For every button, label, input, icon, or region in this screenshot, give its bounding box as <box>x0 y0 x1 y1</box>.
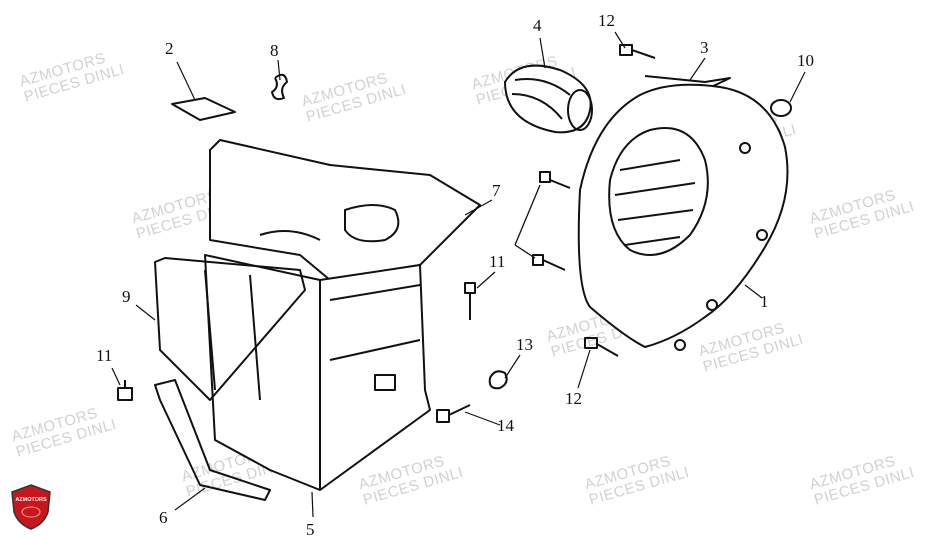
azmotors-logo: AZMOTORS <box>11 484 51 530</box>
part-9-frame <box>154 257 306 401</box>
callout-7: 7 <box>492 181 501 200</box>
callout-10: 10 <box>797 51 814 70</box>
part-11-screw <box>532 254 566 271</box>
part-5-housing <box>204 254 431 491</box>
part-6-frame <box>154 379 271 501</box>
part-2-seal <box>171 97 236 121</box>
callout-5: 5 <box>306 520 315 539</box>
leader-lines <box>111 31 806 518</box>
callout-12: 12 <box>565 389 582 408</box>
callout-3: 3 <box>700 38 709 57</box>
callout-8: 8 <box>270 41 279 60</box>
part-12-bolt <box>619 44 656 59</box>
part-4-filter <box>504 64 593 134</box>
callout-2: 2 <box>165 39 174 58</box>
part-12-bolt <box>584 337 619 357</box>
part-14-bolt <box>436 404 471 423</box>
part-13-clamp <box>488 370 508 390</box>
svg-text:AZMOTORS: AZMOTORS <box>15 497 47 503</box>
callout-4: 4 <box>533 16 542 35</box>
part-11-screw <box>539 171 571 189</box>
part-10-grommet <box>770 99 792 117</box>
part-8-clip <box>271 73 288 101</box>
callout-14: 14 <box>497 416 514 435</box>
callout-9: 9 <box>122 287 131 306</box>
callout-11: 11 <box>489 252 506 271</box>
callout-6: 6 <box>159 508 168 527</box>
part-1-fan-cover <box>577 83 789 351</box>
part-11-screw <box>117 380 133 401</box>
callout-11: 11 <box>96 346 113 365</box>
callout-1: 1 <box>760 292 769 311</box>
callout-13: 13 <box>516 335 533 354</box>
part-11-screw <box>464 282 476 320</box>
callout-12: 12 <box>598 11 615 30</box>
part-7-shroud <box>209 139 481 281</box>
